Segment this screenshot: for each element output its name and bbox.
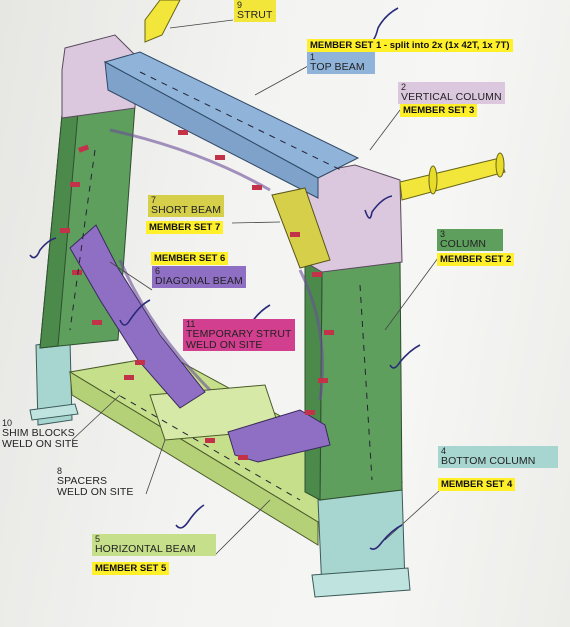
label-diagonal-beam: 6 DIAGONAL BEAM bbox=[152, 266, 246, 288]
bottom-column-name: BOTTOM COLUMN bbox=[441, 455, 536, 467]
diagonal-beam-name: DIAGONAL BEAM bbox=[155, 275, 243, 287]
top-strut bbox=[144, 0, 181, 43]
horizontal-beam-number: 5 bbox=[95, 534, 101, 544]
arch-ring bbox=[109, 128, 324, 401]
short-beam-number: 7 bbox=[151, 195, 157, 205]
horizontal-beam-face bbox=[69, 371, 319, 546]
label-temporary-strut: 11 TEMPORARY STRUT WELD ON SITE bbox=[183, 319, 295, 352]
right-foot-plate bbox=[311, 567, 411, 598]
label-top-beam: 1 TOP BEAM bbox=[307, 52, 375, 74]
centre-lines bbox=[69, 71, 373, 501]
shim-blocks-number: 10 bbox=[2, 418, 13, 428]
label-spacers: 8 SPACERS WELD ON SITE bbox=[55, 466, 135, 499]
diagonal-beam-right bbox=[227, 409, 331, 463]
label-vertical-column: 2 VERTICAL COLUMN bbox=[398, 82, 505, 104]
horizontal-beam-name: HORIZONTAL BEAM bbox=[95, 543, 196, 555]
temporary-strut-sub: WELD ON SITE bbox=[186, 338, 263, 351]
spacers-name: SPACERS bbox=[57, 475, 108, 487]
spacers-number: 8 bbox=[57, 466, 63, 476]
label-strut: 9 STRUT bbox=[234, 0, 276, 22]
vertical-column-name: VERTICAL COLUMN bbox=[401, 91, 502, 103]
top-beam-name: TOP BEAM bbox=[310, 61, 365, 73]
strut-name: STRUT bbox=[237, 9, 273, 21]
top-beam-face bbox=[104, 61, 319, 199]
member-set-1: MEMBER SET 1 - split into 2x (1x 42T, 1x… bbox=[307, 39, 513, 52]
label-bottom-column: 4 BOTTOM COLUMN bbox=[438, 446, 558, 468]
bolt-markers bbox=[60, 130, 334, 460]
short-beam-name: SHORT BEAM bbox=[151, 204, 222, 216]
right-strut-flange bbox=[428, 165, 438, 195]
column-name: COLUMN bbox=[440, 238, 487, 250]
member-set-4: MEMBER SET 4 bbox=[438, 478, 516, 491]
shim-blocks-name: SHIM BLOCKS bbox=[2, 427, 75, 439]
member-set-2: MEMBER SET 2 bbox=[437, 253, 515, 266]
label-shim-blocks: 10 SHIM BLOCKS WELD ON SITE bbox=[0, 418, 80, 451]
left-vertical-column bbox=[61, 34, 136, 119]
column-number: 3 bbox=[440, 229, 446, 239]
leader-lines bbox=[71, 19, 441, 556]
member-set-6: MEMBER SET 6 bbox=[151, 252, 229, 265]
right-strut-end bbox=[495, 152, 505, 178]
temporary-strut-number: 11 bbox=[186, 319, 196, 329]
right-strut bbox=[399, 157, 506, 201]
label-column: 3 COLUMN bbox=[437, 229, 503, 251]
diagonal-beam-number: 6 bbox=[155, 266, 161, 276]
right-column bbox=[319, 259, 403, 501]
member-set-3: MEMBER SET 3 bbox=[400, 104, 478, 117]
member-set-7: MEMBER SET 7 bbox=[146, 221, 224, 234]
label-horizontal-beam: 5 HORIZONTAL BEAM bbox=[92, 534, 216, 556]
shim-blocks-sub: WELD ON SITE bbox=[2, 437, 79, 450]
temporary-strut-name: TEMPORARY STRUT bbox=[186, 328, 292, 340]
strut-number: 9 bbox=[237, 0, 243, 10]
label-short-beam: 7 SHORT BEAM bbox=[148, 195, 225, 217]
top-beam-number: 1 bbox=[310, 52, 316, 62]
left-foot-plate bbox=[29, 403, 79, 421]
bottom-column-number: 4 bbox=[441, 446, 447, 456]
short-beam bbox=[271, 187, 331, 269]
vertical-column-number: 2 bbox=[401, 82, 407, 92]
diagonal-beam bbox=[69, 224, 206, 409]
spacers-sub: WELD ON SITE bbox=[57, 485, 134, 498]
member-set-5: MEMBER SET 5 bbox=[92, 562, 170, 575]
